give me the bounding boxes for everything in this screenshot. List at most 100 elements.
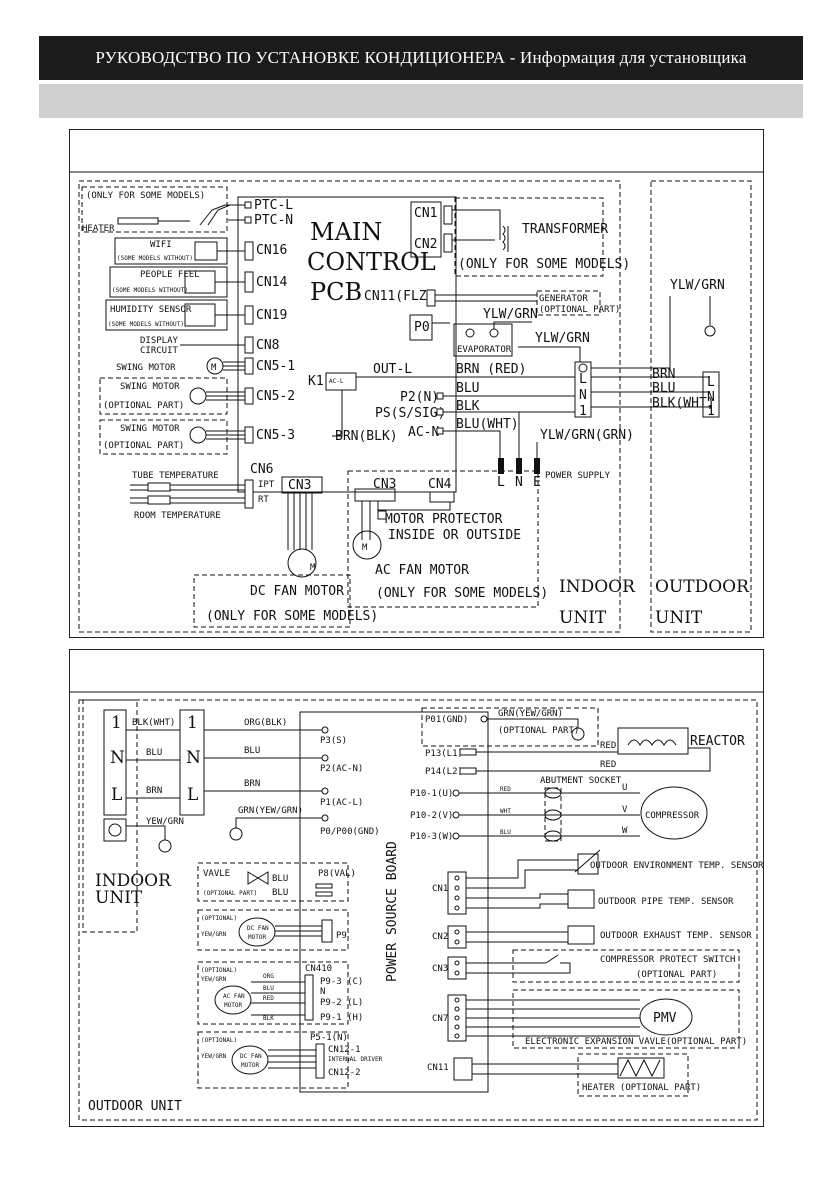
- p9-1-label: P9-1 (H): [320, 1013, 363, 1023]
- p9-label: P9: [336, 931, 347, 941]
- cn2-label: CN2: [414, 237, 437, 252]
- brn-blk-label: BRN(BLK): [335, 429, 398, 444]
- blu-label: BLU: [146, 748, 162, 758]
- indoor-unit-label-2: UNIT: [95, 888, 143, 908]
- p10-2-label: P10-2(V): [410, 811, 453, 821]
- grn-yew2-label: GRN(YEW/GRN): [498, 709, 563, 719]
- env-sensor-label: OUTDOOR ENVIRONMENT TEMP. SENSOR: [590, 861, 763, 871]
- ps-n: N: [515, 475, 523, 490]
- u-label: U: [622, 783, 627, 793]
- cn1-label: CN1: [414, 206, 437, 221]
- dc-fan-icon-2: [231, 1045, 269, 1075]
- dc2-optional: (OPTIONAL): [201, 1037, 237, 1044]
- cn5-2-label: CN5-2: [256, 389, 295, 404]
- vavle-note: (OPTIONAL PART): [203, 890, 257, 897]
- cn7-label: CN7: [432, 1014, 448, 1024]
- outdoor-term-1: 1: [707, 404, 715, 419]
- main-pcb-label-3: PCB: [310, 278, 362, 306]
- p9-optional: (OPTIONAL): [201, 915, 237, 922]
- swing-motor-label: SWING MOTOR: [116, 363, 176, 373]
- people-feel-note: (SOME MODELS WITHOUT): [112, 287, 188, 294]
- abutment-label: ABUTMENT SOCKET: [540, 776, 622, 786]
- ylw-grn-label-2: YLW/GRN: [535, 331, 590, 346]
- outdoor-wiring-panel: 1 N L INDOOR UNIT BLK(WHT) BLU BRN YEW/G…: [69, 649, 764, 1127]
- ac-n-label: AC-N: [408, 425, 439, 440]
- indoor-unit-label-2: UNIT: [559, 608, 607, 628]
- comp-red: RED: [500, 786, 511, 793]
- humidity-note: (SOME MODELS WITHOUT): [108, 321, 184, 328]
- swing-motor-3-label: SWING MOTOR: [120, 424, 180, 434]
- brn2-label: BRN: [244, 779, 260, 789]
- v-label: V: [622, 805, 628, 815]
- ac-fan-note: (ONLY FOR SOME MODELS): [376, 586, 548, 601]
- cn6-label: CN6: [250, 462, 273, 477]
- comp-protect-label: COMPRESSOR PROTECT SWITCH: [600, 955, 735, 965]
- transformer-label: TRANSFORMER: [522, 222, 608, 237]
- k1-label: K1: [308, 374, 324, 389]
- indoor-wiring-diagram: MAIN CONTROL PCB (ONLY FOR SOME MODELS) …: [70, 171, 763, 633]
- indoor-unit-label-1: INDOOR: [95, 871, 172, 891]
- grn-yew-label: GRN(YEW/GRN): [238, 806, 303, 816]
- outdoor-term-n: N: [707, 390, 715, 405]
- evaporator-label: EVAPORATOR: [457, 345, 512, 355]
- ac-fan-label: AC FAN MOTOR: [375, 563, 469, 578]
- cn1-label: CN1: [432, 884, 448, 894]
- dc2-yew-grn: YEW/GRN: [201, 1053, 227, 1060]
- out-term-l: L: [187, 785, 198, 805]
- pmv-icon: [639, 998, 693, 1036]
- ac-red: RED: [263, 995, 274, 1002]
- w-label: W: [622, 826, 628, 836]
- n-label: N: [320, 987, 325, 997]
- dc-fan-label-2: DC FAN: [240, 1053, 262, 1060]
- in-term-1: 1: [111, 713, 122, 733]
- ptc-l-label: PTC-L: [254, 198, 293, 213]
- p14-label: P14(L2): [425, 767, 463, 777]
- term-n: N: [579, 388, 587, 403]
- exhaust-sensor-label: OUTDOOR EXHAUST TEMP. SENSOR: [600, 931, 752, 941]
- dc-fan-motor-2: MOTOR: [241, 1062, 259, 1069]
- term-l: L: [579, 372, 587, 387]
- cn16-label: CN16: [256, 243, 287, 258]
- p5-1-label: P5-1(N): [310, 1033, 348, 1043]
- in-term-n: N: [110, 748, 125, 768]
- out-l-label: OUT-L: [373, 362, 412, 377]
- p9-yew-grn: YEW/GRN: [201, 931, 227, 938]
- swing-motor-2-note: (OPTIONAL PART): [103, 401, 184, 411]
- outdoor-unit-frame: [78, 699, 758, 1121]
- cn14-label: CN14: [256, 275, 287, 290]
- indoor-unit-label-1: INDOOR: [559, 577, 636, 597]
- swing-motor-2-label: SWING MOTOR: [120, 382, 180, 392]
- p10-3-label: P10-3(W): [410, 832, 453, 842]
- compressor-label: COMPRESSOR: [645, 811, 700, 821]
- cn3-dc-label: CN3: [288, 478, 311, 493]
- internal-label: INTERNAL DRIVER: [328, 1056, 383, 1063]
- ac-fan-motor: MOTOR: [224, 1002, 242, 1009]
- dc-fan-motor-icon: [287, 548, 317, 578]
- out-term-n: N: [186, 748, 201, 768]
- ac-org: ORG: [263, 973, 274, 980]
- main-pcb-label-2: CONTROL: [307, 248, 436, 276]
- heater-note: (ONLY FOR SOME MODELS): [86, 191, 205, 201]
- cn2-label: CN2: [432, 932, 448, 942]
- ylw-grn-label-1: YLW/GRN: [483, 307, 538, 322]
- dc-fan-icon-1: [238, 917, 276, 947]
- generator-label: GENERATOR: [539, 294, 588, 304]
- blu2-label: BLU: [244, 746, 260, 756]
- term-1: 1: [579, 404, 587, 419]
- ps-e: E: [533, 475, 541, 490]
- reactor-label: REACTOR: [690, 734, 745, 749]
- org-blk-label: ORG(BLK): [244, 718, 287, 728]
- ac-fan-icon: [214, 985, 252, 1015]
- ac-fan-motor-icon: [352, 530, 382, 560]
- ac-blu: BLU: [263, 985, 274, 992]
- power-source-board-label: POWER SOURCE BOARD: [385, 841, 400, 982]
- indoor-unit-frame: [82, 699, 138, 933]
- wifi-note: (SOME MODELS WITHOUT): [117, 255, 193, 262]
- ac-fan-yew-grn: YEW/GRN: [201, 976, 227, 983]
- outdoor-unit-label-2: UNIT: [655, 608, 703, 628]
- comp-wht: WHT: [500, 808, 511, 815]
- power-supply-label: POWER SUPPLY: [545, 471, 611, 481]
- p10-1-label: P10-1(U): [410, 789, 453, 799]
- outdoor-wiring-diagram: 1 N L INDOOR UNIT BLK(WHT) BLU BRN YEW/G…: [70, 691, 763, 1121]
- cn4-label: CN4: [428, 477, 452, 492]
